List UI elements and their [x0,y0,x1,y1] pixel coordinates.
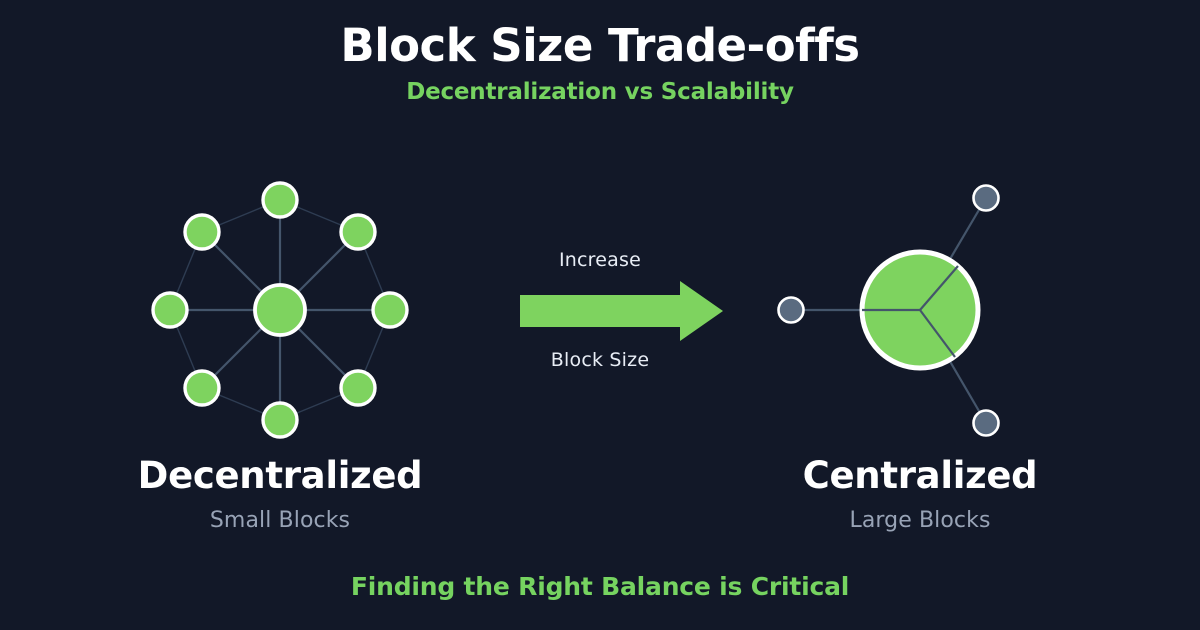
right-panel-subtitle: Large Blocks [849,507,991,533]
page-title: Block Size Trade-offs [340,19,860,72]
page-subtitle: Decentralization vs Scalability [406,78,794,105]
satellite-node[interactable] [777,296,805,324]
arrow-label-bottom: Block Size [550,349,650,371]
left-panel-subtitle: Small Blocks [209,507,351,533]
network-node[interactable] [339,213,377,251]
network-node[interactable] [371,291,409,329]
network-node[interactable] [183,369,221,407]
network-node[interactable] [339,369,377,407]
header: Block Size Trade-offs Decentralization v… [0,0,1200,105]
network-node[interactable] [183,213,221,251]
footer-text: Finding the Right Balance is Critical [350,572,850,601]
left-panel-title: Decentralized [137,454,423,497]
network-node[interactable] [261,181,299,219]
network-node[interactable] [261,401,299,439]
network-node[interactable] [151,291,189,329]
centralized-hub-radials [862,265,959,358]
arrow-label-top: Increase [558,249,641,271]
satellite-node[interactable] [972,409,1000,437]
left-panel-caption: Decentralized Small Blocks [70,454,490,533]
right-panel-title: Centralized [802,454,1038,497]
decentralized-peripheral-nodes [151,181,409,439]
right-panel-caption: Centralized Large Blocks [710,454,1130,533]
centralized-satellite-nodes [777,184,1000,437]
increase-block-size-arrow [520,281,723,341]
decentralized-hub-node[interactable] [253,283,307,337]
satellite-node[interactable] [972,184,1000,212]
